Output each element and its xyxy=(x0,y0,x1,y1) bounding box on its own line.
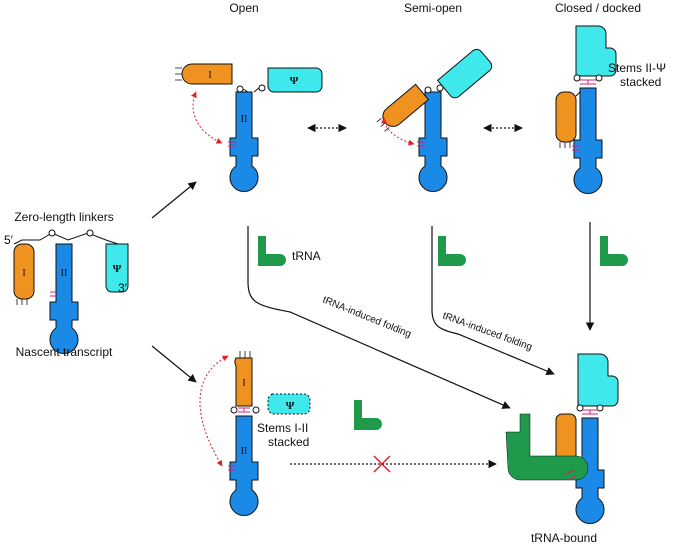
stem-ii xyxy=(418,91,448,192)
five-prime-label: 5′ xyxy=(4,233,14,247)
stem-ii-label: II xyxy=(241,446,248,457)
linker-node xyxy=(436,84,444,92)
stem-psi-label: Ψ xyxy=(290,75,299,87)
linker-node xyxy=(48,229,56,237)
stem-i xyxy=(234,357,253,407)
stem-i-label: I xyxy=(242,378,245,389)
linker-backbone xyxy=(13,232,119,245)
stem-psi-label: Ψ xyxy=(113,263,122,275)
blocked-x-icon xyxy=(373,455,391,473)
zero-length-linkers-label: Zero-length linkers xyxy=(14,210,113,224)
stem-psi xyxy=(105,243,129,293)
stem-psi xyxy=(436,48,493,99)
nascent-transcript-structure: Zero-length linkers 5′ I II Ψ 3′ Nascent… xyxy=(4,210,129,359)
linker-node xyxy=(252,406,260,414)
linker-node xyxy=(258,84,266,92)
stem-ii-label: II xyxy=(61,268,68,279)
arrow-to-open xyxy=(151,181,197,219)
trna-shape-2 xyxy=(438,236,466,266)
stem-i xyxy=(13,243,35,300)
stem-i xyxy=(181,63,233,85)
semi-open-conformation xyxy=(376,48,493,192)
closed-docked-conformation: Stems II-Ψ stacked xyxy=(555,25,666,194)
stems-ii-psi-label-line2: stacked xyxy=(620,75,661,89)
trna-folding-arrow-from-open xyxy=(247,226,511,409)
stem-psi xyxy=(267,67,323,93)
stems-i-ii-stacked-conformation: I II Ψ Stems I-II stacked xyxy=(199,351,311,516)
trna xyxy=(505,413,589,481)
linker-node xyxy=(236,85,244,93)
stems-i-ii-label-line2: stacked xyxy=(268,435,309,449)
stem-ii xyxy=(229,91,259,192)
linker-node xyxy=(230,406,238,414)
stem-i-swing-arrow xyxy=(191,91,223,144)
linker-node xyxy=(596,404,604,412)
trna-shape-4 xyxy=(354,400,382,430)
header-open: Open xyxy=(229,1,258,15)
stems-i-ii-label-line1: Stems I-II xyxy=(257,421,308,435)
header-closed-docked: Closed / docked xyxy=(555,1,641,15)
stem-i-swing-arrow xyxy=(199,355,229,467)
trna-folding-arrow-from-semi-open xyxy=(431,226,555,375)
trna-shape-3 xyxy=(600,236,628,266)
trna-induced-folding-label-1: tRNA-induced folding xyxy=(321,295,413,341)
trna-bound-complex: tRNA-bound xyxy=(505,353,619,545)
stem-i xyxy=(382,83,430,127)
three-prime-label: 3′ xyxy=(118,281,128,295)
header-semi-open: Semi-open xyxy=(404,1,462,15)
trna-shape-1 xyxy=(258,236,286,266)
nascent-transcript-label: Nascent transcript xyxy=(16,345,113,359)
stem-i-label: I xyxy=(208,70,211,81)
linker-node xyxy=(424,86,432,94)
linker-node xyxy=(86,229,94,237)
trna-bound-label: tRNA-bound xyxy=(531,531,597,545)
linker-node xyxy=(595,74,603,82)
stem-ii xyxy=(573,87,603,194)
stem-psi xyxy=(577,353,619,407)
stem-ii-label: II xyxy=(241,114,248,125)
stem-ii xyxy=(49,243,79,354)
trna-label: tRNA xyxy=(292,249,321,263)
stem-ii xyxy=(229,415,259,516)
linker-node xyxy=(573,74,581,82)
open-conformation: II I Ψ xyxy=(175,63,323,192)
stem-ii xyxy=(575,417,605,524)
stems-ii-psi-label-line1: Stems II-Ψ xyxy=(608,61,666,75)
stem-i-label: I xyxy=(22,268,25,279)
linker-node xyxy=(576,404,584,412)
stem-i xyxy=(555,91,577,143)
arrow-to-stems-i-ii xyxy=(151,345,197,383)
stem-psi-dashed xyxy=(267,393,311,415)
stem-psi-label: Ψ xyxy=(286,400,295,412)
stem-psi xyxy=(575,25,617,77)
